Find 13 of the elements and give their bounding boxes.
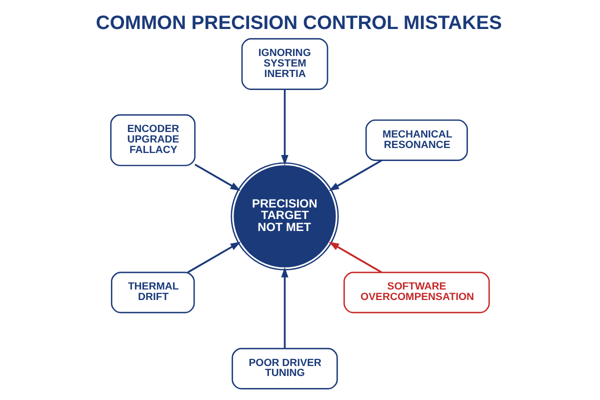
arrow [187,242,241,274]
node-box: MECHANICAL RESONANCE [365,119,468,161]
arrow [328,160,382,191]
diagram-title: COMMON PRECISION CONTROL MISTAKES [96,12,502,34]
node-box: IGNORING SYSTEM INERTIA [241,38,328,90]
arrow [194,164,241,191]
arrow [281,267,288,348]
node-box: SOFTWARE OVERCOMPENSATION [344,272,490,314]
arrow [328,242,382,274]
node-box: POOR DRIVER TUNING [232,348,338,390]
node-box: THERMAL DRIFT [110,272,195,314]
arrow [281,90,288,166]
node-box: ENCODER UPGRADE FALLACY [110,114,196,166]
